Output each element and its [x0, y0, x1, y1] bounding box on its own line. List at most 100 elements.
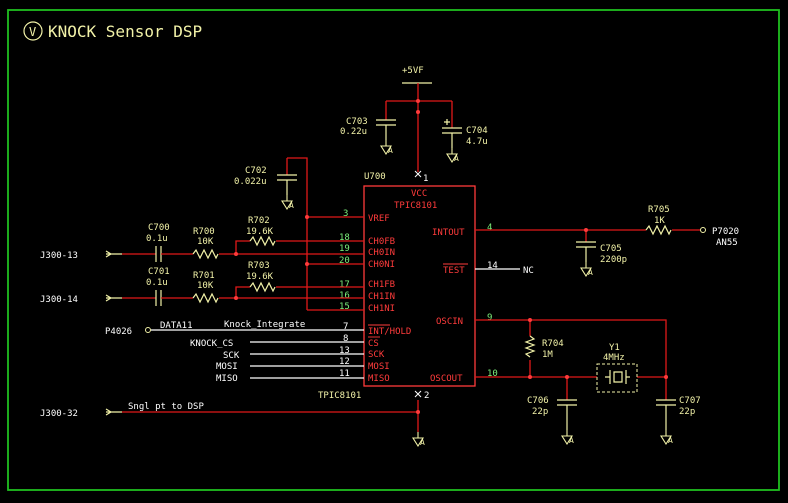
svg-text:C707: C707 — [679, 396, 701, 406]
power-label: +5VF — [402, 66, 424, 76]
svg-text:2200p: 2200p — [600, 255, 627, 265]
resistor-r704 — [524, 335, 536, 358]
test-nc: NC — [475, 266, 534, 276]
capacitor-c704: C704 4.7u — [442, 119, 488, 164]
intout-output: C705 2200p R705 1K P7020 AN55 — [475, 205, 739, 278]
net-knock-integrate: Knock_Integrate — [224, 320, 305, 330]
port-j300-14: J300-14 — [40, 295, 78, 305]
ic-part-top: TPIC8101 — [394, 201, 437, 211]
svg-text:R704: R704 — [542, 339, 564, 349]
port-p7020-pin — [700, 227, 706, 233]
pin-name-test: TEST — [443, 266, 465, 276]
net-miso: MISO — [216, 374, 238, 384]
svg-text:4.7u: 4.7u — [466, 137, 488, 147]
ic-part-bottom: TPIC8101 — [318, 391, 361, 401]
capacitor-c703: C703 0.22u — [340, 117, 396, 156]
svg-text:C704: C704 — [466, 126, 488, 136]
title-badge: V — [29, 25, 36, 39]
ic-gnd-pin: 2 — [424, 391, 429, 401]
svg-text:R700: R700 — [193, 227, 215, 237]
svg-text:R701: R701 — [193, 271, 215, 281]
svg-text:0.22u: 0.22u — [340, 127, 367, 137]
svg-text:22p: 22p — [532, 407, 548, 417]
svg-text:C703: C703 — [346, 117, 368, 127]
pin-num-7: 7 — [343, 322, 348, 332]
pin-name-cs: CS — [368, 339, 379, 349]
net-knock-cs: KNOCK_CS — [190, 339, 233, 349]
net-nc: NC — [523, 266, 534, 276]
svg-text:C705: C705 — [600, 244, 622, 254]
capacitor-c706: C706 22p — [527, 396, 577, 446]
ic-power-pin-marks — [414, 170, 422, 398]
pin-num-4: 4 — [487, 223, 492, 233]
pin-num-13: 13 — [339, 346, 350, 356]
svg-text:0.1u: 0.1u — [146, 234, 168, 244]
pin-name-ch0fb: CH0FB — [368, 237, 395, 247]
pin-name-miso: MISO — [368, 374, 390, 384]
capacitor-c700 — [155, 246, 162, 262]
svg-text:0.022u: 0.022u — [234, 177, 267, 187]
title-badge-circle — [23, 21, 43, 41]
svg-text:R705: R705 — [648, 205, 670, 215]
channel-0-input: J300-13 C700 0.1u R700 10K R702 19.6K — [40, 216, 364, 262]
svg-text:19.6K: 19.6K — [246, 272, 274, 282]
svg-text:22p: 22p — [679, 407, 695, 417]
port-p7020-net: AN55 — [716, 238, 738, 248]
pin-num-15: 15 — [339, 302, 350, 312]
pin-name-sck: SCK — [368, 350, 385, 360]
pin-name-ch1fb: CH1FB — [368, 280, 395, 290]
sheet-title-block: V KNOCK Sensor DSP — [23, 21, 202, 41]
net-mosi: MOSI — [216, 362, 238, 372]
pin-name-ch1ni: CH1NI — [368, 304, 395, 314]
svg-text:C700: C700 — [148, 223, 170, 233]
pin-name-ch0ni: CH0NI — [368, 260, 395, 270]
pin-num-14: 14 — [487, 261, 498, 271]
port-p4026: P4026 — [105, 327, 132, 337]
pin-num-9: 9 — [487, 313, 492, 323]
ic-vcc-pin: 1 — [423, 174, 428, 184]
resistor-r703 — [249, 281, 276, 293]
ic-refdes: U700 — [364, 172, 386, 182]
vref-decoupling: C702 0.022u — [234, 157, 364, 311]
pin-num-12: 12 — [339, 357, 350, 367]
svg-text:10K: 10K — [197, 237, 214, 247]
svg-text:C702: C702 — [245, 166, 267, 176]
ic-u700: U700 VCC TPIC8101 TPIC8101 1 2 VREF CH0F… — [318, 170, 498, 401]
svg-text:0.1u: 0.1u — [146, 278, 168, 288]
crystal-y1: Y1 4MHz — [596, 343, 638, 393]
resistor-r705 — [645, 224, 672, 236]
resistor-r701 — [192, 292, 219, 304]
digital-signals: P4026 DATA11 Knock_Integrate KNOCK_CS SC… — [105, 320, 364, 384]
resistor-r700 — [192, 248, 219, 260]
sheet-title: KNOCK Sensor DSP — [48, 22, 202, 41]
pin-name-vref: VREF — [368, 214, 390, 224]
svg-text:4MHz: 4MHz — [603, 353, 625, 363]
pin-num-17: 17 — [339, 280, 350, 290]
pin-num-10: 10 — [487, 369, 498, 379]
pin-name-ch1in: CH1IN — [368, 292, 395, 302]
svg-text:C706: C706 — [527, 396, 549, 406]
channel-1-input: J300-14 C701 0.1u R701 10K R703 19.6K — [40, 261, 364, 306]
ic-vcc-label: VCC — [411, 189, 427, 199]
pin-num-18: 18 — [339, 233, 350, 243]
pin-num-16: 16 — [339, 291, 350, 301]
net-data11: DATA11 — [160, 321, 193, 331]
svg-text:Y1: Y1 — [609, 343, 620, 353]
resistor-r702 — [249, 235, 276, 247]
pin-name-oscout: OSCOUT — [430, 374, 463, 384]
port-p7020: P7020 — [712, 227, 739, 237]
capacitor-c707: C707 22p — [656, 396, 701, 446]
svg-text:10K: 10K — [197, 281, 214, 291]
pin-num-19: 19 — [339, 244, 350, 254]
svg-text:1M: 1M — [542, 350, 553, 360]
single-point-ground: J300-32 Sngl pt to DSP — [40, 400, 426, 448]
sheet-border — [7, 9, 780, 491]
pin-num-11: 11 — [339, 369, 350, 379]
pin-name-ch0in: CH0IN — [368, 248, 395, 258]
svg-text:R702: R702 — [248, 216, 270, 226]
capacitor-c705: C705 2200p — [576, 241, 627, 278]
oscillator-section: R704 1M Y1 4MHz C706 22p C707 22p — [475, 318, 701, 446]
pin-num-8: 8 — [343, 334, 348, 344]
net-sngl-pt: Sngl pt to DSP — [128, 402, 204, 412]
